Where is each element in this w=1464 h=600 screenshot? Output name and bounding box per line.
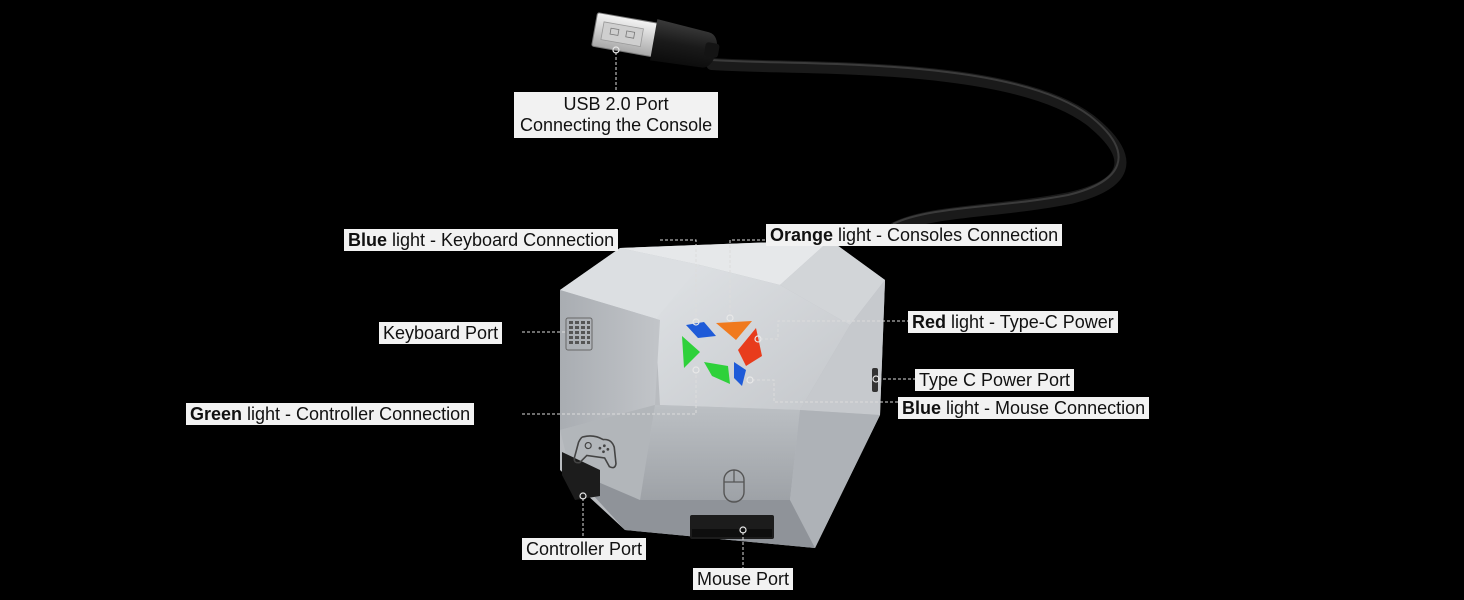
usb-cable <box>706 58 1127 234</box>
blue-mouse-light-callout: Blue light - Mouse Connection <box>898 397 1150 419</box>
blue-mouse-light-text: light - Mouse Connection <box>941 398 1146 418</box>
keyboard-port-callout: Keyboard Port <box>379 322 503 344</box>
green-controller-led-2 <box>704 362 730 384</box>
keyboard-icon <box>565 317 593 351</box>
usb-port-callout: USB 2.0 Port Connecting the Console <box>514 92 719 138</box>
blue-keyboard-light-text: light - Keyboard Connection <box>387 230 615 250</box>
orange-light-text: light - Consoles Connection <box>833 225 1059 245</box>
controller-port-callout: Controller Port <box>522 538 647 560</box>
usb-port-label: USB 2.0 Port <box>563 94 669 114</box>
red-color-word: Red <box>912 312 947 332</box>
led-x-logo-icon <box>682 321 762 386</box>
mouse-port-callout: Mouse Port <box>693 568 794 590</box>
blue-keyboard-color-word: Blue <box>348 230 388 250</box>
green-light-text: light - Controller Connection <box>242 404 471 424</box>
gamepad-icon <box>573 435 617 469</box>
mouse-icon <box>723 469 745 503</box>
callout-leaders <box>522 46 916 568</box>
red-power-light-callout: Red light - Type-C Power <box>908 311 1118 333</box>
usb-plug-icon <box>591 12 720 68</box>
red-light-text: light - Type-C Power <box>946 312 1114 332</box>
green-controller-led-1 <box>682 336 700 368</box>
adapter-body <box>560 240 885 548</box>
usb-port-description: Connecting the Console <box>520 115 713 135</box>
blue-keyboard-led <box>686 322 716 338</box>
blue-keyboard-light-callout: Blue light - Keyboard Connection <box>344 229 619 251</box>
orange-console-led <box>716 321 752 340</box>
typec-port-callout: Type C Power Port <box>915 369 1075 391</box>
orange-console-light-callout: Orange light - Consoles Connection <box>766 224 1063 246</box>
green-controller-light-callout: Green light - Controller Connection <box>186 403 475 425</box>
blue-mouse-led <box>734 362 746 386</box>
red-power-led <box>738 328 762 366</box>
blue-mouse-color-word: Blue <box>902 398 942 418</box>
green-color-word: Green <box>190 404 243 424</box>
orange-color-word: Orange <box>770 225 834 245</box>
